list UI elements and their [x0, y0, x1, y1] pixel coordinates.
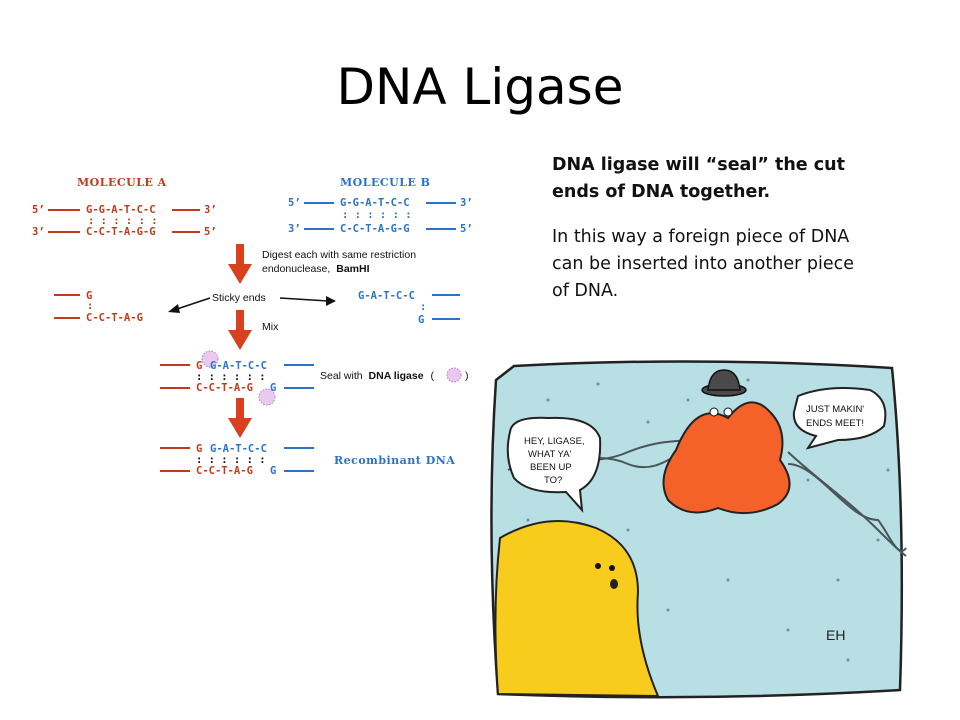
- sealed-dna: G G-A-T-C-C : : : : : : C-C-T-A-G G: [160, 350, 314, 406]
- sticky-left-top: G: [86, 290, 92, 302]
- seal-label: Seal with DNA ligase (: [320, 370, 435, 382]
- mix-label: Mix: [262, 321, 279, 333]
- molecule-b-top-5prime: 5’: [288, 197, 301, 209]
- ligase-dot-top: [201, 350, 219, 368]
- molecule-a-top-5prime: 5’: [32, 204, 45, 216]
- speech-bubble-left-line3: BEEN UP: [530, 462, 572, 473]
- sealed-red-top: G: [196, 360, 202, 372]
- digest-label-line2: endonuclease, BamHI: [262, 263, 370, 275]
- down-arrow-mix: [228, 310, 252, 350]
- speech-bubble-right-line1: JUST MAKIN': [806, 404, 864, 415]
- recombinant-red-top: G: [196, 443, 202, 455]
- seal-label-prefix: Seal with: [320, 370, 363, 382]
- molecule-b-top-3prime: 3’: [460, 197, 473, 209]
- sticky-ends-label: Sticky ends: [212, 292, 266, 304]
- molecule-b-heading: MOLECULE B: [340, 176, 430, 189]
- recombinant-label: Recombinant DNA: [334, 454, 455, 467]
- sealed-pairs: : : : : : :: [196, 371, 266, 383]
- blob-eye-left: [595, 563, 601, 569]
- down-arrow-digest: [228, 244, 252, 284]
- seal-label-ligase: DNA ligase: [369, 370, 424, 382]
- recombinant-blue-bottom: G: [270, 465, 276, 477]
- seal-label-paren-close: ): [465, 370, 469, 382]
- speech-bubble-left: [506, 416, 602, 513]
- artist-signature: EH: [826, 627, 845, 643]
- ligase-cartoon: HEY, LIGASE, WHAT YA' BEEN UP TO? JUST M…: [490, 360, 907, 699]
- molecule-b-top-strand: G-G-A-T-C-C: [340, 197, 410, 209]
- ligation-diagram: MOLECULE A 5’ G-G-A-T-C-C 3’ : : : : : :…: [32, 176, 473, 477]
- digest-label-enzyme-prefix: endonuclease,: [262, 263, 330, 275]
- molecule-b-pairs: : : : : : :: [342, 209, 412, 221]
- ligase-eye-left: [709, 407, 719, 417]
- ligase-legend-icon: [446, 367, 462, 383]
- yellow-blob-character: [494, 519, 660, 698]
- molecule-b: 5’ G-G-A-T-C-C 3’ : : : : : : 3’ C-C-T-A…: [288, 197, 473, 235]
- recombinant-pairs: : : : : : :: [196, 454, 266, 466]
- paragraph-foreign-dna: In this way a foreign piece of DNA can b…: [552, 227, 854, 301]
- sticky-left-bottom: C-C-T-A-G: [86, 312, 143, 324]
- seal-label-paren-open: (: [431, 370, 435, 382]
- molecule-b-bottom-5prime: 5’: [460, 223, 473, 235]
- blob-eye-right: [609, 565, 615, 571]
- speech-bubble-left-line2: WHAT YA': [528, 449, 572, 460]
- molecule-a-heading: MOLECULE A: [77, 176, 167, 189]
- speech-bubble-right: [792, 387, 887, 450]
- sticky-right-fragment: G-A-T-C-C : G: [358, 290, 460, 326]
- ligase-eye-right: [723, 407, 733, 417]
- bowler-hat: [701, 369, 747, 397]
- molecule-a-top-strand: G-G-A-T-C-C: [86, 204, 156, 216]
- molecule-a-bottom-strand: C-C-T-A-G-G: [86, 226, 156, 238]
- digest-label: Digest each with same restriction: [262, 249, 416, 261]
- ligase-dot-bottom: [258, 388, 276, 406]
- sticky-arrow-right: [279, 296, 336, 306]
- molecule-a: 5’ G-G-A-T-C-C 3’ : : : : : : 3’ C-C-T-A…: [32, 204, 217, 238]
- molecule-a-bottom-5prime: 5’: [204, 226, 217, 238]
- molecule-b-bottom-strand: C-C-T-A-G-G: [340, 223, 410, 235]
- text-block: DNA ligase will “seal” the cut ends of D…: [552, 152, 872, 323]
- molecule-b-bottom-3prime: 3’: [288, 223, 301, 235]
- sealed-blue-top: G-A-T-C-C: [210, 360, 267, 372]
- sticky-left-pair: :: [87, 300, 93, 312]
- molecule-a-pairs: : : : : : :: [88, 215, 158, 227]
- sticky-right-pair: :: [420, 301, 426, 313]
- sealed-red-bottom: C-C-T-A-G: [196, 382, 253, 394]
- slide-title: DNA Ligase: [336, 58, 624, 116]
- sealed-blue-bottom: G: [270, 382, 276, 394]
- enzyme-name: BamHI: [336, 263, 369, 275]
- molecule-a-top-3prime: 3’: [204, 204, 217, 216]
- speech-bubble-left-line4: TO?: [544, 475, 562, 486]
- speech-bubble-right-line2: ENDS MEET!: [806, 418, 864, 429]
- recombinant-red-bottom: C-C-T-A-G: [196, 465, 253, 477]
- ligase-character: [662, 401, 791, 515]
- speech-bubble-left-line1: HEY, LIGASE,: [524, 436, 585, 447]
- recombinant-blue-top: G-A-T-C-C: [210, 443, 267, 455]
- sticky-right-bottom: G: [418, 314, 424, 326]
- sticky-left-fragment: G : C-C-T-A-G: [54, 290, 143, 324]
- down-arrow-seal: [228, 398, 252, 438]
- recombinant-dna: G G-A-T-C-C : : : : : : C-C-T-A-G G: [160, 443, 314, 477]
- blob-mouth: [610, 579, 618, 589]
- sticky-arrow-left: [168, 297, 211, 313]
- sticky-right-top: G-A-T-C-C: [358, 290, 415, 302]
- paragraph-ligase-seals: DNA ligase will “seal” the cut ends of D…: [552, 155, 845, 202]
- molecule-a-bottom-3prime: 3’: [32, 226, 45, 238]
